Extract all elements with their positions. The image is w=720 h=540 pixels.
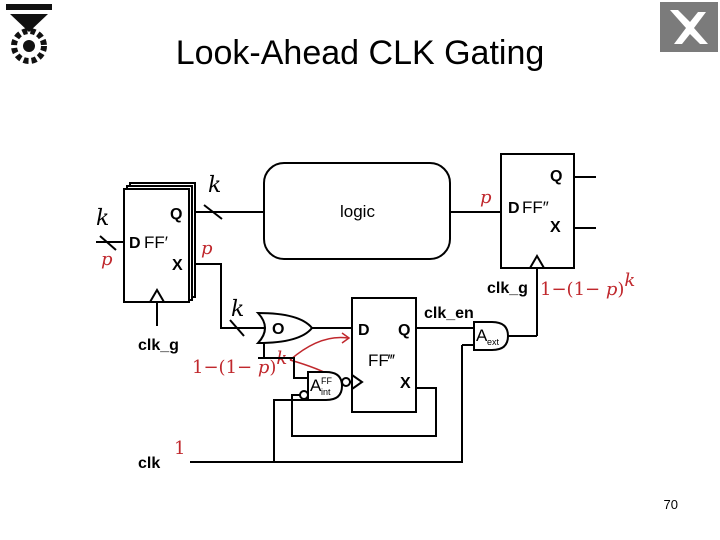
a-int-and-gate	[307, 371, 344, 401]
one-label-clk: 1	[174, 438, 185, 459]
ff-prime-d-label: D	[129, 235, 141, 252]
a-int-sub-label: int	[321, 387, 331, 397]
ff-prime-x-wire	[195, 263, 264, 329]
faculty-logo-icon	[660, 2, 718, 52]
ff-triple-clock-triangle	[351, 374, 364, 390]
page-number: 70	[663, 497, 678, 512]
or-gate	[255, 311, 314, 345]
ff-double-q-label: Q	[550, 168, 562, 185]
slide-title: Look-Ahead CLK Gating	[175, 34, 545, 72]
ff-triple-d-label: D	[358, 322, 370, 339]
ff-double-name: FF″	[522, 198, 549, 217]
ff-double-d-label: D	[508, 200, 520, 217]
a-int-inverter-bubble	[341, 377, 351, 387]
or-gate-label: O	[272, 321, 284, 338]
k-label-or-input: k	[231, 297, 244, 322]
clk-en-label: clk_en	[424, 305, 474, 322]
clk-g-left-label: clk_g	[138, 337, 179, 354]
p-label-ff-double-input: p	[480, 187, 492, 208]
ff-prime-stack	[123, 182, 196, 303]
clk-g-right-label: clk_g	[487, 280, 528, 297]
a-ext-sub-label: ext	[487, 337, 500, 347]
ff-double-x-label: X	[550, 219, 561, 236]
a-ext-and-gate	[473, 321, 510, 351]
a-ext-main-label: A	[476, 326, 488, 345]
ff-triple-q-label: Q	[398, 322, 410, 339]
a-int-input-bubble	[299, 390, 309, 400]
p-label-ff-prime-input: p	[101, 249, 113, 270]
a-int-sup-label: FF	[321, 376, 332, 386]
prob-expr-left: 1−(1− p)k	[192, 348, 287, 378]
ff-triple-name: FF‴	[368, 351, 395, 370]
ff-double-clock-triangle	[529, 254, 545, 269]
k-label-logic-input: k	[208, 173, 221, 198]
k-label-ff-prime-input: k	[96, 206, 109, 231]
ff-prime-name: FF′	[144, 233, 168, 252]
ff-prime-x-label: X	[172, 257, 183, 274]
technion-emblem-icon	[6, 4, 52, 64]
clk-label: clk	[138, 455, 160, 472]
ff-triple-x-feedback-wire	[291, 387, 437, 437]
clk-wire	[190, 345, 463, 463]
annotation-arrow-upper	[289, 336, 349, 361]
prob-expr-right: 1−(1− p)k	[540, 270, 635, 300]
a-int-main-label: A	[310, 376, 322, 395]
p-label-ff-prime-x: p	[201, 238, 213, 259]
ff-triple-box	[351, 297, 417, 413]
ff-triple-x-label: X	[400, 375, 411, 392]
logic-label: logic	[340, 202, 375, 221]
ff-prime-clock-triangle	[149, 288, 165, 303]
ff-prime-q-label: Q	[170, 206, 182, 223]
